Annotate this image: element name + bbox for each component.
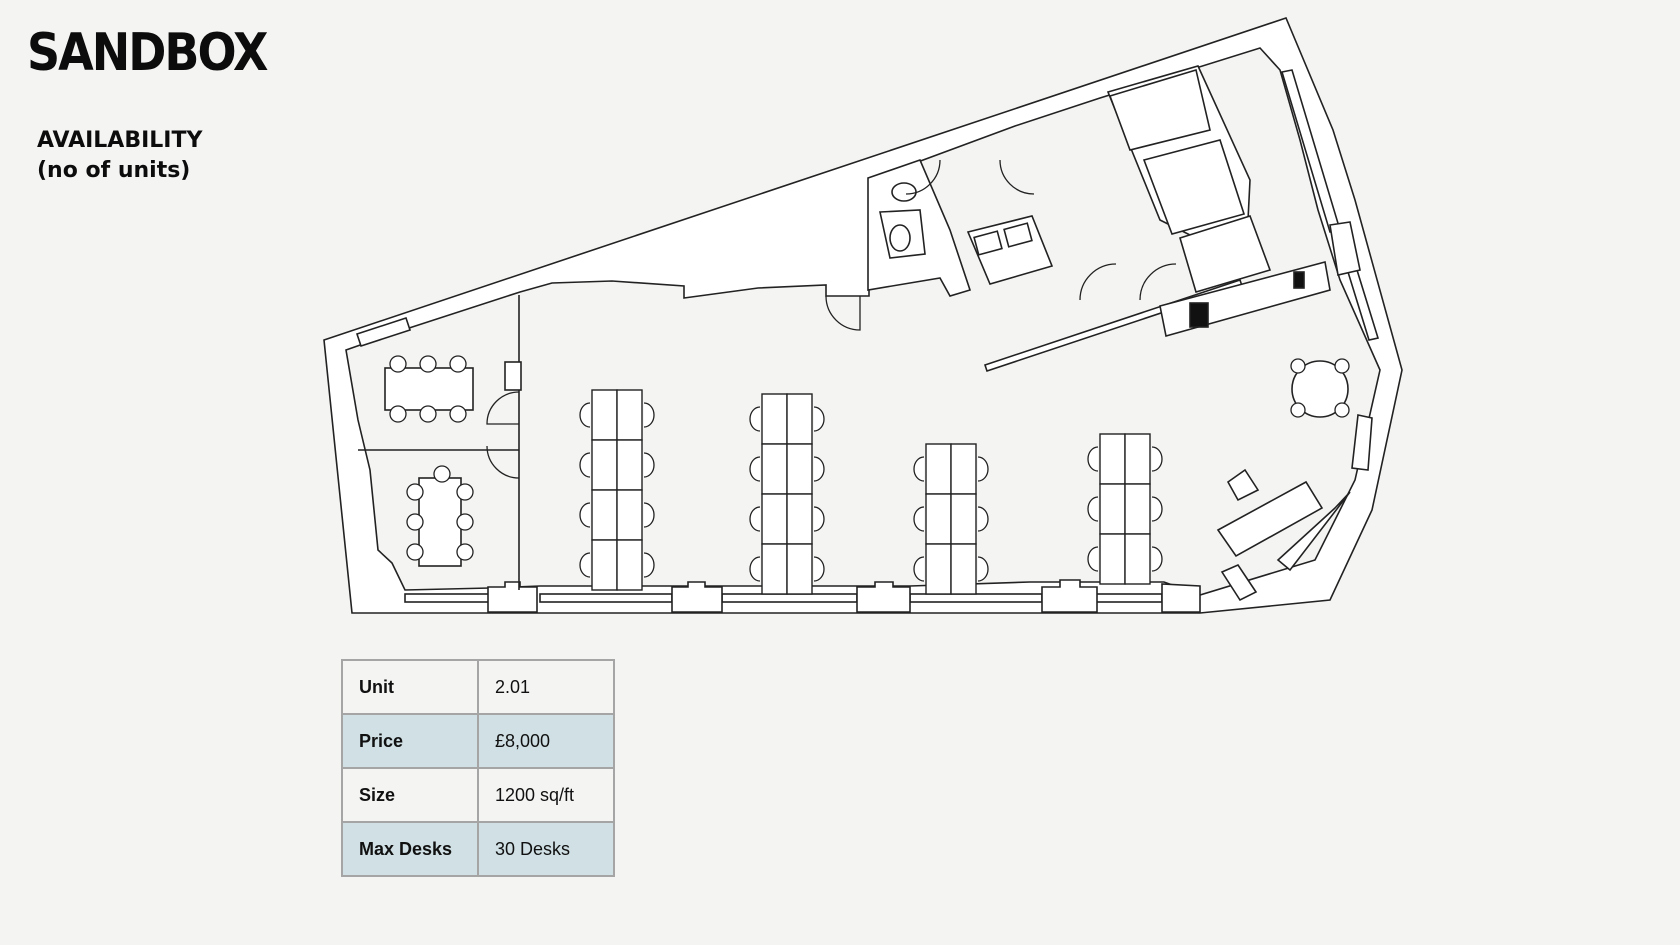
wall-pier bbox=[1161, 583, 1201, 613]
wall-pier bbox=[671, 581, 723, 613]
row-value: 30 Desks bbox=[477, 821, 615, 877]
window-south-5 bbox=[1091, 593, 1163, 603]
row-label: Unit bbox=[341, 659, 479, 715]
wall-pier bbox=[1041, 579, 1098, 613]
brand-logo: SANDBOX bbox=[27, 22, 268, 83]
meeting-room-door bbox=[504, 361, 522, 391]
window-east-3 bbox=[1276, 491, 1351, 572]
stair-flight bbox=[1108, 68, 1211, 151]
stair-well bbox=[1142, 139, 1246, 235]
wall-pier bbox=[856, 581, 911, 613]
wc-toilet bbox=[891, 182, 917, 202]
row-label: Price bbox=[341, 713, 479, 769]
availability-title: AVAILABILITY bbox=[37, 128, 203, 153]
desk-cluster-4 bbox=[1099, 433, 1151, 585]
door-swings bbox=[486, 159, 1177, 479]
window-south-2 bbox=[539, 593, 673, 603]
stair-flight bbox=[1179, 215, 1272, 293]
table-row: Max Desks 30 Desks bbox=[341, 821, 615, 877]
lift-box bbox=[1293, 271, 1305, 289]
row-value: £8,000 bbox=[477, 713, 615, 769]
desk-cluster-1 bbox=[591, 389, 643, 591]
table-row: Size 1200 sq/ft bbox=[341, 767, 615, 823]
window-east-4 bbox=[1220, 563, 1258, 602]
table-row: Unit 2.01 bbox=[341, 659, 615, 715]
availability-heading: AVAILABILITY (no of units) bbox=[37, 126, 202, 186]
window-strip-north bbox=[355, 316, 412, 348]
row-label: Max Desks bbox=[341, 821, 479, 877]
desk-cluster-3 bbox=[925, 443, 977, 595]
wall-column bbox=[1351, 414, 1373, 471]
table-row: Price £8,000 bbox=[341, 713, 615, 769]
row-value: 2.01 bbox=[477, 659, 615, 715]
armchair bbox=[1226, 468, 1260, 502]
row-label: Size bbox=[341, 767, 479, 823]
meeting-table bbox=[384, 367, 474, 411]
chairs bbox=[389, 355, 1350, 582]
kitchen-sink bbox=[973, 230, 1003, 256]
wall-column bbox=[1329, 221, 1361, 276]
window-south-4 bbox=[909, 593, 1043, 603]
lift-box bbox=[1189, 302, 1209, 328]
row-value: 1200 sq/ft bbox=[477, 767, 615, 823]
availability-subtitle: (no of units) bbox=[37, 158, 191, 183]
wall-pier bbox=[487, 581, 538, 613]
unit-details-table: Unit 2.01 Price £8,000 Size 1200 sq/ft M… bbox=[341, 659, 615, 877]
window-south-3 bbox=[721, 593, 858, 603]
window-south-1 bbox=[404, 593, 491, 603]
meeting-table bbox=[418, 477, 462, 567]
wc-toilet bbox=[889, 224, 911, 252]
kitchen-sink bbox=[1003, 222, 1033, 248]
sofa bbox=[1216, 480, 1324, 558]
round-table bbox=[1291, 360, 1349, 418]
desk-cluster-2 bbox=[761, 393, 813, 595]
